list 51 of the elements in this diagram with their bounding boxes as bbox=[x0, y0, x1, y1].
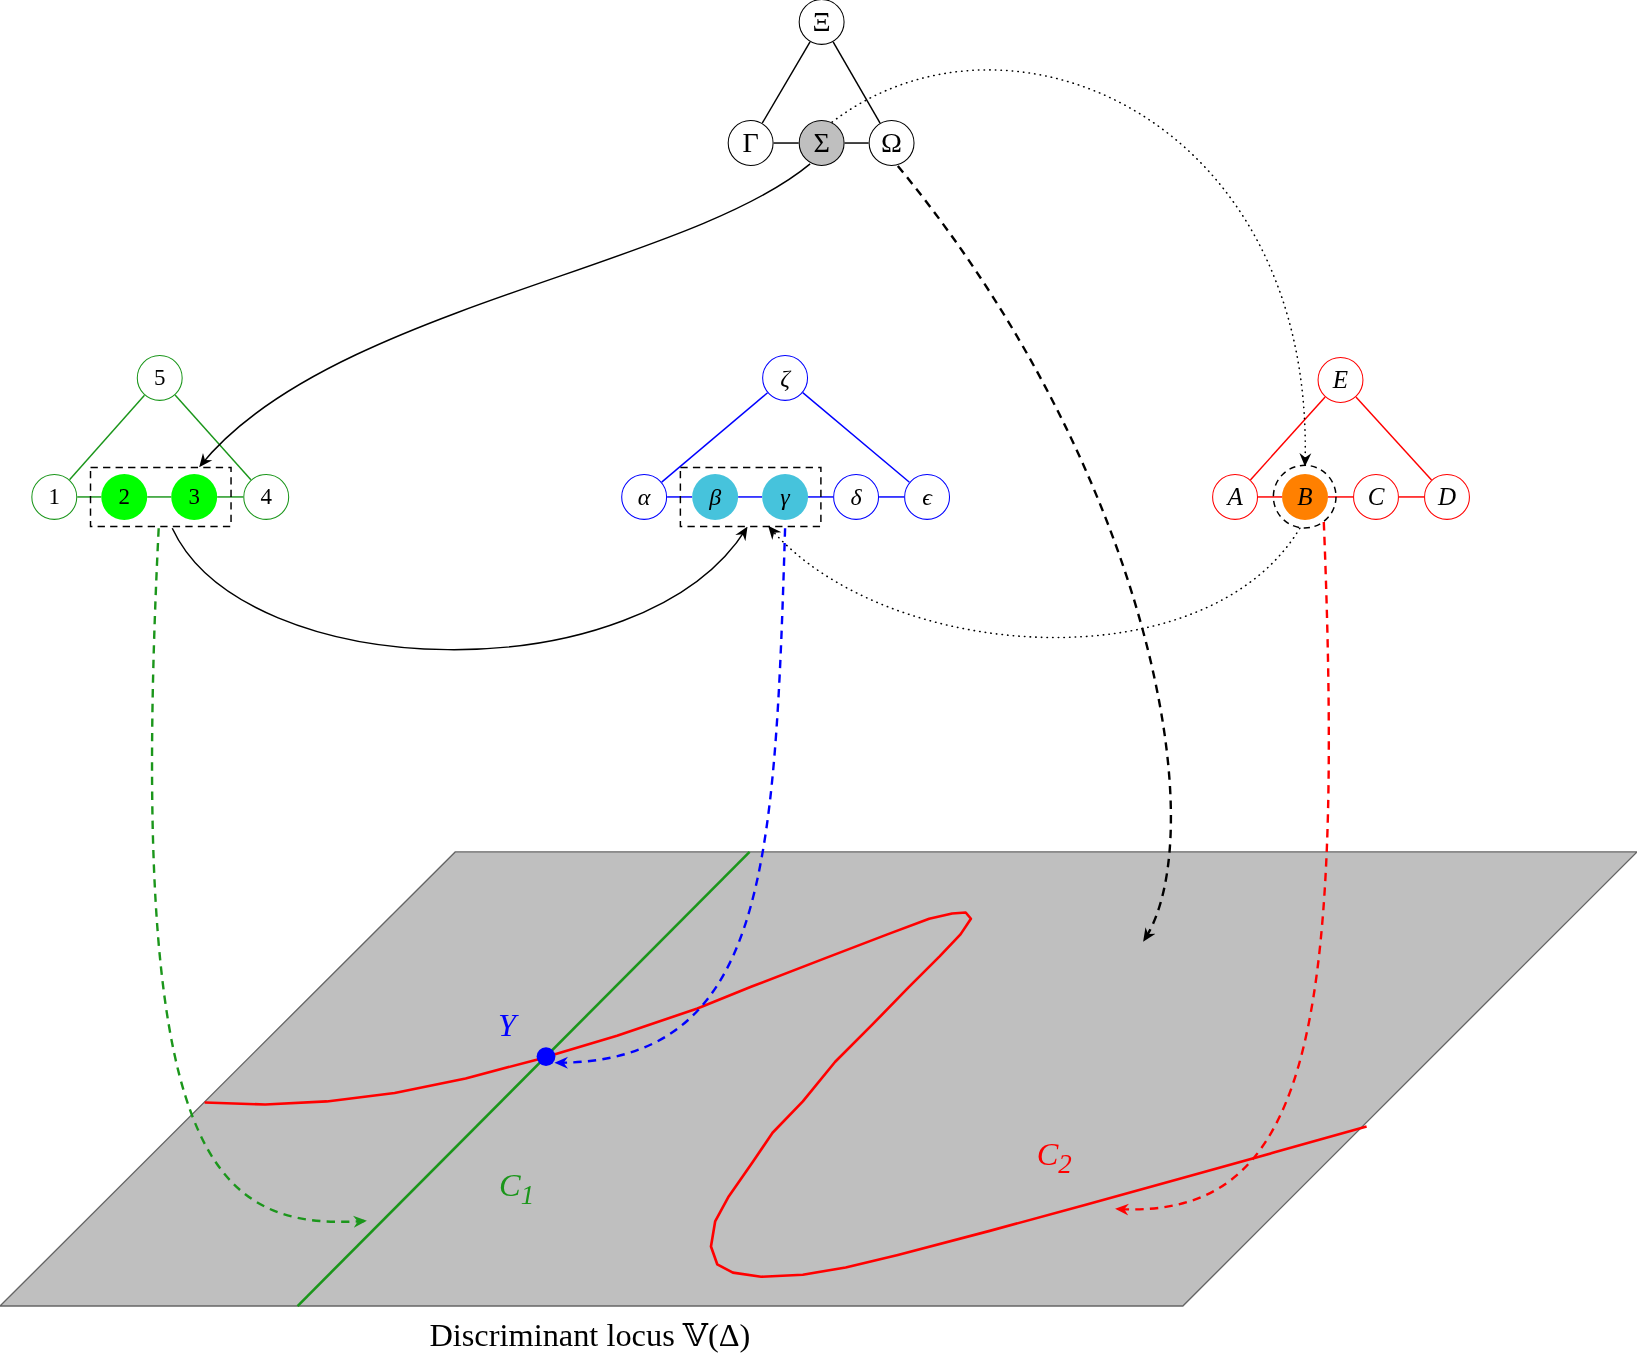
connecting-line bbox=[772, 142, 800, 144]
connecting-line bbox=[807, 496, 834, 498]
dotted-arrow bbox=[767, 525, 1301, 639]
vertex-circle: A bbox=[1212, 474, 1259, 520]
dashed-arrow bbox=[151, 528, 367, 1228]
connecting-line bbox=[1327, 496, 1354, 498]
vertex-circle: Ω bbox=[868, 120, 915, 166]
dashed-arrow bbox=[554, 528, 787, 1068]
vertex-circle: ζ bbox=[762, 354, 809, 401]
connecting-line bbox=[146, 496, 172, 498]
curve-label: C$_{1}$ bbox=[499, 1169, 535, 1209]
vertex-circle: γ bbox=[762, 474, 809, 520]
connecting-line bbox=[802, 391, 911, 483]
vertex-circle: α bbox=[621, 474, 668, 520]
curved-arrow bbox=[199, 163, 811, 468]
vertex-circle: 1 bbox=[31, 474, 78, 520]
connecting-line bbox=[1355, 396, 1433, 481]
dashed-arrow bbox=[1115, 521, 1330, 1215]
vertex-circle: C bbox=[1353, 474, 1399, 520]
connecting-line bbox=[843, 142, 870, 144]
vertex-circle: 3 bbox=[171, 474, 218, 520]
connecting-line bbox=[737, 496, 763, 498]
dashed-arrow bbox=[896, 165, 1172, 942]
vertex-circle: ϵ bbox=[904, 474, 951, 520]
vertex-circle: δ bbox=[833, 474, 880, 520]
vertex-circle: Γ bbox=[727, 120, 774, 166]
connecting-line bbox=[174, 394, 252, 481]
connecting-line bbox=[216, 496, 244, 498]
connecting-line bbox=[832, 41, 881, 124]
connecting-line bbox=[1249, 396, 1326, 481]
connecting-line bbox=[1257, 496, 1283, 498]
connecting-line bbox=[761, 41, 811, 124]
vertex-circle: B bbox=[1282, 473, 1328, 520]
curved-arrow bbox=[171, 526, 748, 651]
plane-caption: Discriminant locus 𝕍(Δ) bbox=[429, 1318, 751, 1351]
vertex-circle: D bbox=[1424, 474, 1470, 520]
connecting-line bbox=[660, 392, 769, 483]
vertex-circle: Σ bbox=[798, 120, 845, 166]
vertex-circle: Ξ bbox=[798, 0, 845, 45]
dotted-arrow bbox=[831, 69, 1311, 467]
connecting-line bbox=[878, 496, 905, 498]
connecting-line bbox=[68, 394, 146, 481]
curve-label: C$_{2}$ bbox=[1036, 1137, 1072, 1178]
vertex-circle: E bbox=[1317, 357, 1364, 403]
vertex-circle: 4 bbox=[243, 474, 290, 520]
vertex-circle: 2 bbox=[101, 474, 148, 520]
vertex-circle: 5 bbox=[136, 354, 183, 401]
vertex-circle: β bbox=[692, 474, 739, 520]
connecting-line bbox=[1398, 496, 1425, 498]
connecting-line bbox=[76, 496, 102, 498]
connecting-line bbox=[666, 496, 693, 498]
